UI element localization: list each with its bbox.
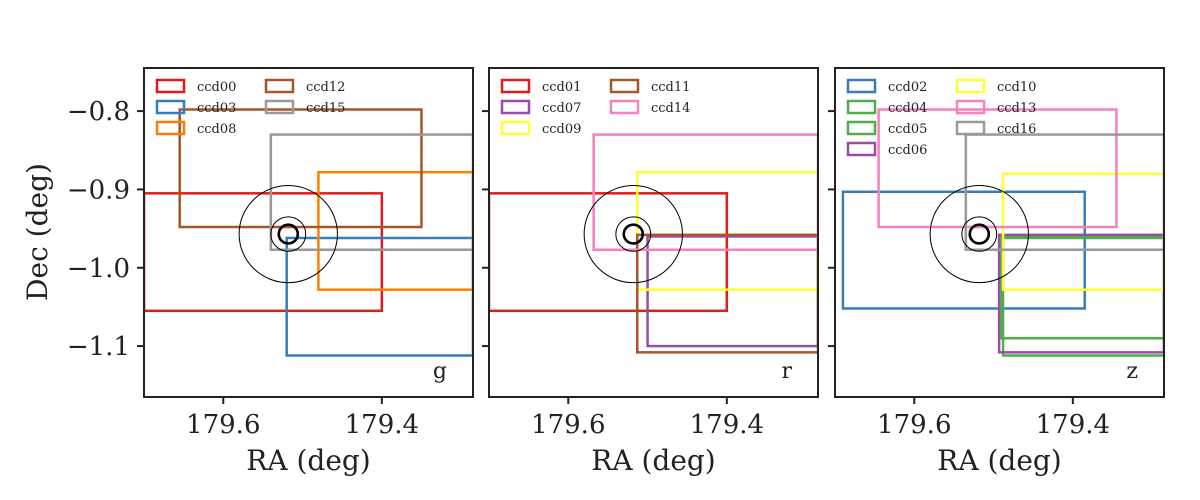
y-tick-label: −1.1 (67, 332, 130, 362)
plot-area (489, 133, 818, 354)
legend-label-ccd06: ccd06 (888, 143, 927, 158)
target-circle (615, 216, 652, 252)
legend-label-ccd10: ccd10 (997, 80, 1036, 95)
legend-swatch-ccd16 (955, 120, 986, 136)
x-tick-label: 179.6 (531, 410, 605, 440)
legend-swatch-ccd02 (846, 78, 877, 94)
legend-label-ccd02: ccd02 (888, 80, 927, 95)
target-circle (968, 223, 991, 245)
band-label: z (1126, 359, 1138, 384)
panels-group: 179.6 179.4 RA (deg) −0.8 −0.9 −1.0 −1.1 g ccd00… (67, 67, 1165, 477)
legend-label-ccd13: ccd13 (997, 101, 1036, 116)
x-tick-label: 179.6 (186, 410, 260, 440)
y-tick-label: −0.9 (67, 175, 130, 205)
legend-label-ccd14: ccd14 (651, 101, 690, 116)
ccd-footprint-ccd01 (489, 192, 729, 313)
legend-swatch-ccd11 (609, 78, 640, 94)
panel-g: 179.6 179.4 RA (deg) −0.8 −0.9 −1.0 −1.1 g ccd00… (67, 67, 474, 477)
target-circle (961, 216, 998, 252)
legend-swatch-ccd10 (955, 78, 986, 94)
legend-swatch-ccd13 (955, 99, 986, 115)
legend: ccd01 ccd11 ccd07 ccd14 ccd09 (500, 78, 690, 137)
plot-area (841, 108, 1164, 357)
legend-label-ccd03: ccd03 (197, 101, 236, 116)
legend-label-ccd16: ccd16 (997, 122, 1036, 137)
ccd-footprint-ccd12 (178, 108, 423, 229)
ccd-footprint-ccd16 (964, 133, 1164, 251)
panel-frame (143, 67, 474, 398)
target-circle (238, 185, 338, 284)
ccd-footprint-ccd04 (1000, 235, 1164, 340)
panel-frame (834, 67, 1165, 398)
legend: ccd00 ccd12 ccd03 ccd15 ccd08 (155, 78, 345, 137)
x-axis-label: RA (deg) (246, 444, 370, 477)
legend-swatch-ccd12 (264, 78, 295, 94)
legend-label-ccd09: ccd09 (542, 122, 581, 137)
target-circle (622, 223, 645, 245)
legend-swatch-ccd08 (155, 120, 186, 136)
legend-swatch-ccd03 (155, 99, 186, 115)
legend-swatch-ccd00 (155, 78, 186, 94)
y-tick-label: −0.8 (67, 97, 130, 127)
x-axis-label: RA (deg) (591, 444, 715, 477)
legend-swatch-ccd01 (500, 78, 531, 94)
target-circle (270, 216, 307, 252)
legend-label-ccd04: ccd04 (888, 101, 927, 116)
x-tick-label: 179.4 (1036, 410, 1110, 440)
y-tick-label: −1.0 (67, 254, 130, 284)
ccd-footprint-ccd13 (877, 108, 1118, 229)
ccd-footprint-ccd03 (285, 236, 473, 357)
legend-swatch-ccd15 (264, 99, 295, 115)
legend-label-ccd01: ccd01 (542, 80, 581, 95)
ccd-footprint-ccd15 (269, 133, 473, 251)
ccd-footprint-ccd14 (592, 133, 818, 251)
band-label: r (781, 359, 792, 384)
y-axis-label: Dec (deg) (21, 163, 54, 301)
x-tick-label: 179.4 (690, 410, 764, 440)
target-circle (277, 223, 300, 245)
target-circle (583, 185, 683, 284)
legend-swatch-ccd05 (846, 120, 877, 136)
legend-swatch-ccd04 (846, 99, 877, 115)
band-label: g (433, 359, 447, 384)
legend-label-ccd05: ccd05 (888, 122, 927, 137)
ccd-footprint-ccd07 (646, 235, 818, 348)
legend: ccd02 ccd10 ccd04 ccd13 ccd05 ccd16 ccd06 (846, 78, 1036, 158)
legend-label-ccd07: ccd07 (542, 101, 581, 116)
legend-swatch-ccd14 (609, 99, 640, 115)
x-axis-label: RA (deg) (937, 444, 1061, 477)
legend-label-ccd00: ccd00 (197, 80, 236, 95)
legend-swatch-ccd07 (500, 99, 531, 115)
ccd-footprint-ccd00 (144, 192, 384, 313)
legend-swatch-ccd06 (846, 141, 877, 157)
x-tick-label: 179.6 (877, 410, 951, 440)
ccd-footprint-ccd08 (317, 170, 473, 291)
x-tick-label: 179.4 (345, 410, 419, 440)
legend-label-ccd11: ccd11 (651, 80, 690, 95)
legend-label-ccd15: ccd15 (306, 101, 345, 116)
plot-area (144, 108, 473, 357)
target-circle (929, 185, 1029, 284)
legend-label-ccd08: ccd08 (197, 122, 236, 137)
ccd-footprint-ccd06 (997, 233, 1164, 354)
panel-frame (488, 67, 819, 398)
legend-label-ccd12: ccd12 (306, 80, 345, 95)
legend-swatch-ccd09 (500, 120, 531, 136)
